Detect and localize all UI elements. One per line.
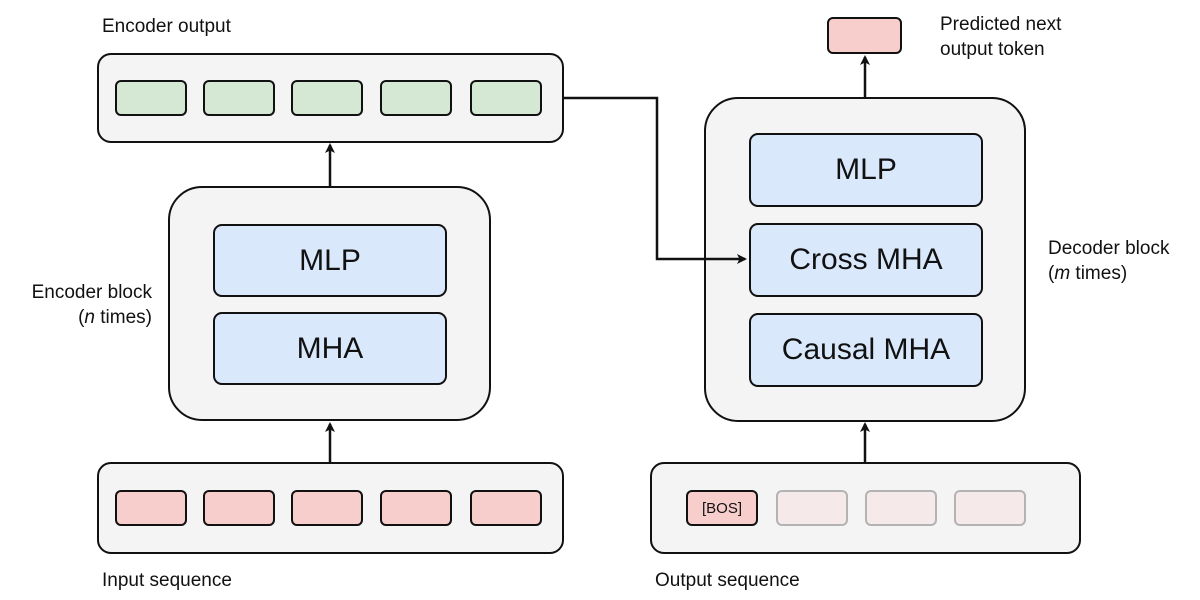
output-sequence-container: [BOS] bbox=[650, 462, 1081, 554]
decoder-block-repeat-suffix: times) bbox=[1070, 263, 1128, 284]
input-token bbox=[203, 490, 275, 526]
future-output-token bbox=[865, 490, 937, 526]
input-token bbox=[380, 490, 452, 526]
predicted-token bbox=[827, 17, 902, 54]
encoder-output-token bbox=[470, 80, 542, 116]
encoder-output-label: Encoder output bbox=[102, 16, 231, 37]
encoder-block-label-line1: Encoder block bbox=[31, 282, 152, 303]
encoder-output-token bbox=[380, 80, 452, 116]
decoder-cross-mha-layer: Cross MHA bbox=[749, 223, 983, 297]
decoder-block-label-line2: (m times) bbox=[1048, 263, 1128, 284]
future-output-token bbox=[776, 490, 848, 526]
encoder-output-token bbox=[291, 80, 363, 116]
input-sequence-label: Input sequence bbox=[102, 570, 232, 591]
input-token bbox=[115, 490, 187, 526]
encoder-block-label: Encoder block (n times) bbox=[0, 280, 152, 330]
decoder-causal-mha-layer: Causal MHA bbox=[749, 313, 983, 387]
encoder-block-label-line2: (n times) bbox=[78, 307, 152, 328]
decoder-block-label: Decoder block (m times) bbox=[1048, 236, 1169, 286]
predicted-token-label-line2: output token bbox=[940, 39, 1045, 60]
encoder-output-token bbox=[115, 80, 187, 116]
encoder-output-container bbox=[97, 53, 564, 143]
encoder-block-repeat-suffix: times) bbox=[95, 307, 152, 328]
encoder-mha-layer: MHA bbox=[213, 312, 447, 385]
encoder-mlp-layer: MLP bbox=[213, 224, 447, 297]
encoder-output-token bbox=[203, 80, 275, 116]
bos-token: [BOS] bbox=[686, 490, 758, 526]
decoder-block: MLP Cross MHA Causal MHA bbox=[704, 97, 1026, 422]
encoder-output-to-cross-mha-arrow bbox=[564, 96, 747, 264]
encoder-block: MLP MHA bbox=[168, 186, 491, 421]
predicted-token-label-line1: Predicted next bbox=[940, 14, 1062, 35]
input-token bbox=[291, 490, 363, 526]
input-sequence-container bbox=[97, 462, 564, 554]
decoder-mlp-layer: MLP bbox=[749, 133, 983, 207]
encoder-block-repeat-var: n bbox=[84, 307, 95, 328]
predicted-token-label: Predicted next output token bbox=[940, 12, 1061, 62]
input-token bbox=[470, 490, 542, 526]
future-output-token bbox=[954, 490, 1026, 526]
decoder-block-label-line1: Decoder block bbox=[1048, 238, 1170, 259]
output-sequence-label: Output sequence bbox=[655, 570, 800, 591]
decoder-block-repeat-var: m bbox=[1054, 263, 1071, 284]
